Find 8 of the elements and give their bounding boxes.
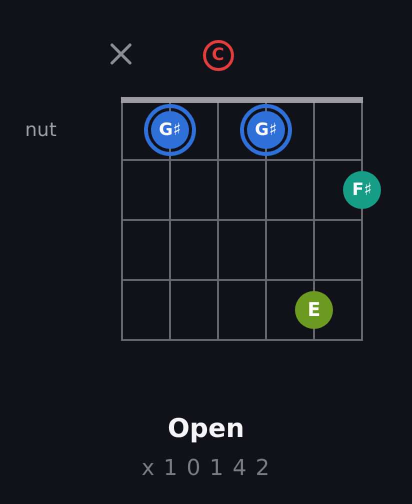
chord-name: Open bbox=[168, 416, 244, 442]
note-dot: E bbox=[295, 291, 333, 329]
note-dot: F♯ bbox=[343, 171, 381, 209]
nut-label: nut bbox=[25, 121, 57, 140]
note-dot: G♯ bbox=[240, 104, 292, 156]
note-ring: C bbox=[202, 40, 234, 70]
note-dot: G♯ bbox=[144, 104, 196, 156]
fingering-numbers: x 1 0 1 4 2 bbox=[142, 458, 270, 480]
